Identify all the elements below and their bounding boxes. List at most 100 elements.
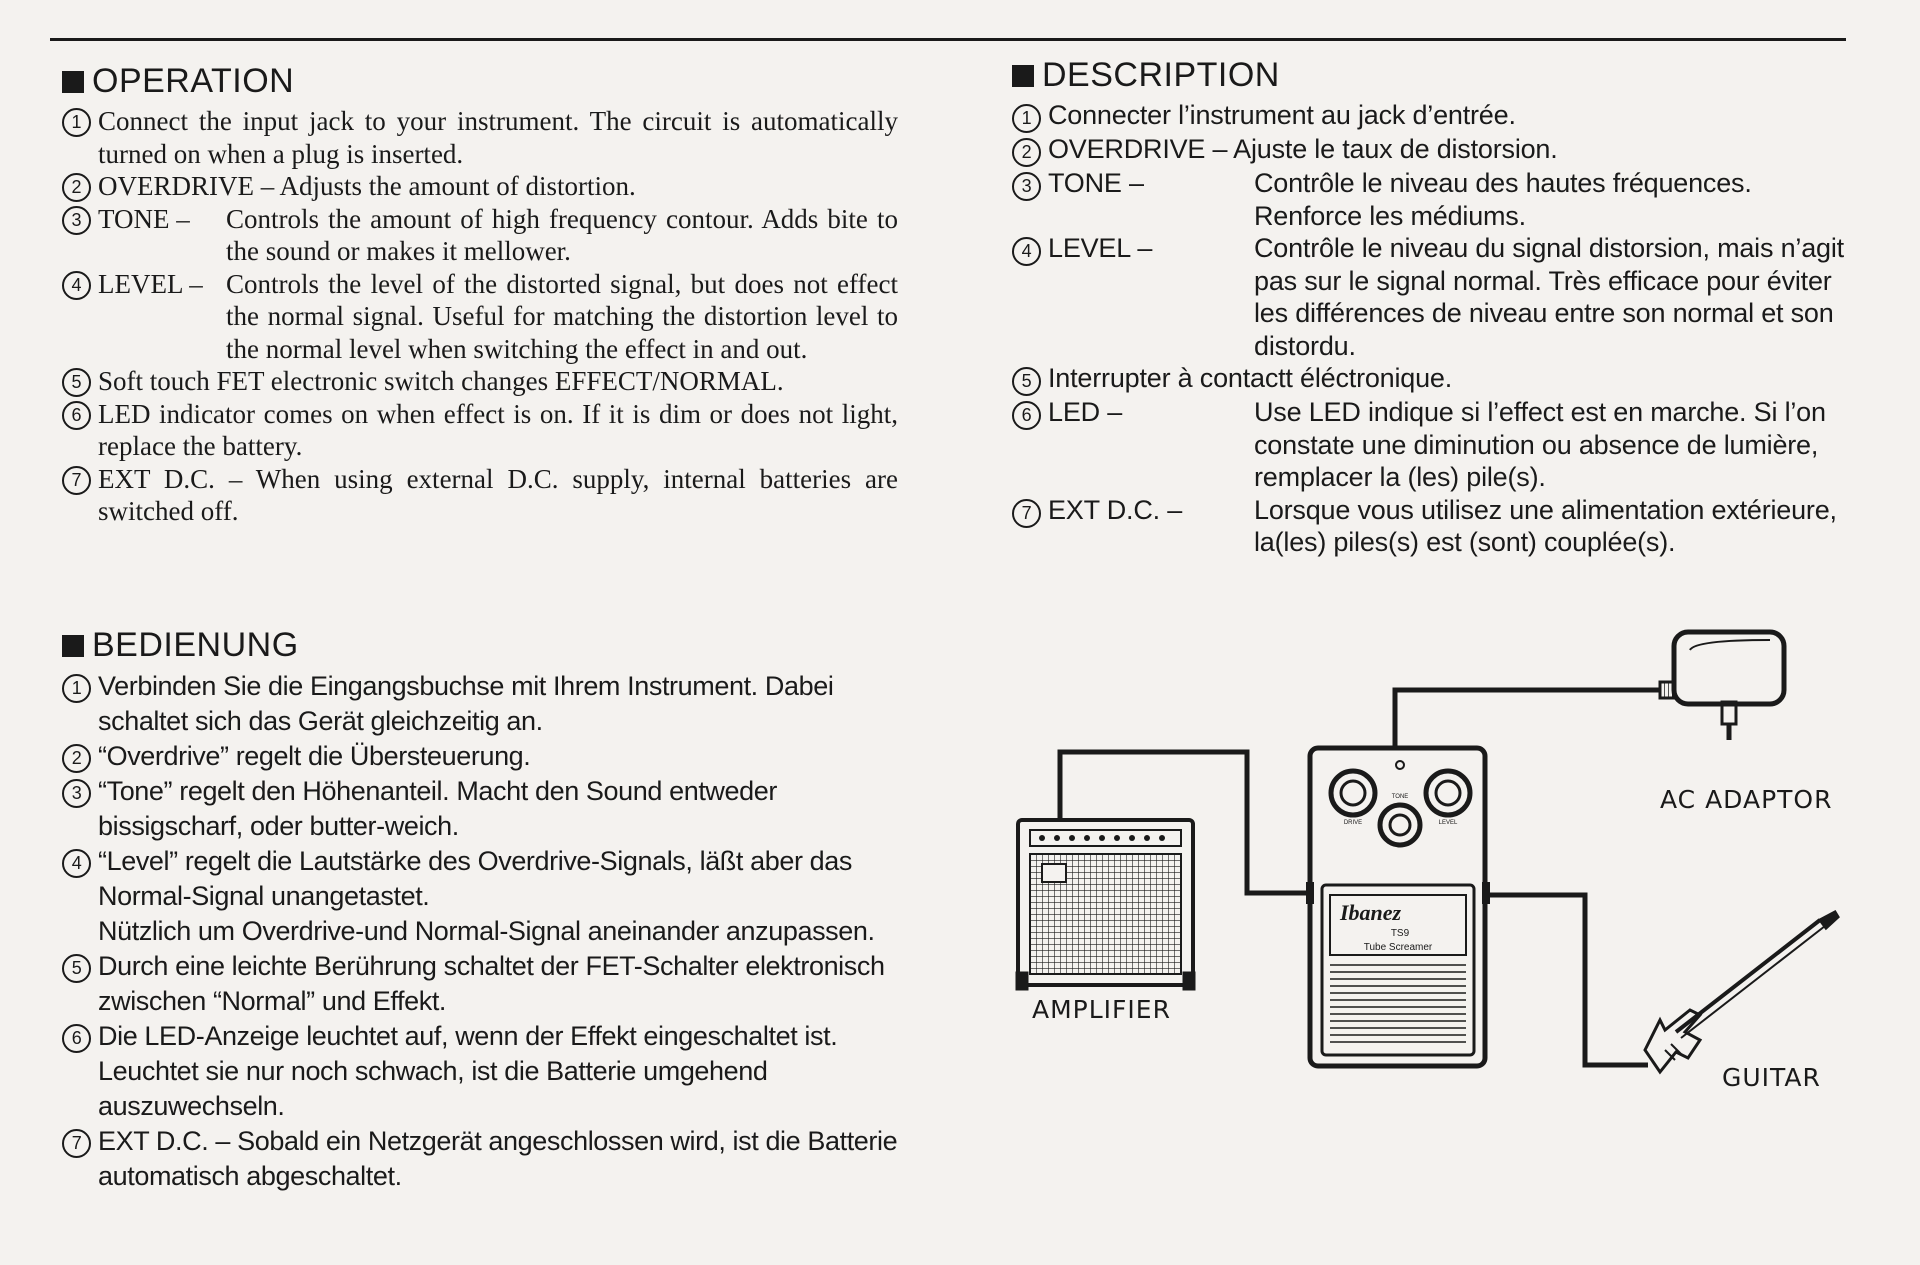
operation-item-3: 3 TONE – Controls the amount of high fre… — [62, 203, 898, 268]
bedienung-item-2: 2 “Overdrive” regelt die Übersteuerung. — [62, 739, 898, 774]
circled-number-icon: 5 — [1012, 367, 1041, 396]
circled-number-icon: 3 — [62, 205, 91, 235]
circled-number-icon: 3 — [62, 779, 91, 808]
operation-item-text: Connect the input jack to your instrumen… — [98, 106, 898, 169]
circled-number-icon: 7 — [1012, 498, 1041, 528]
bedienung-item-text-continued: Nützlich um Overdrive-und Normal-Signal … — [98, 916, 875, 946]
guitar-cable — [1490, 892, 1648, 1068]
knob-level-label: LEVEL — [1439, 820, 1458, 826]
diagram-drawing: Ibanez TS9 Tube Screamer DRIVE TONE LEVE… — [1015, 629, 1840, 1075]
connection-diagram: Ibanez TS9 Tube Screamer DRIVE TONE LEVE… — [1000, 620, 1860, 1100]
knob-drive-label: DRIVE — [1344, 820, 1362, 826]
pedal-name-text: Tube Screamer — [1364, 942, 1433, 953]
knob-tone-label: TONE — [1392, 794, 1409, 800]
heading-square-icon — [1012, 64, 1034, 87]
bedienung-item-text: Die LED-Anzeige leuchtet auf, wenn der E… — [98, 1021, 838, 1121]
operation-item-2: 2 OVERDRIVE – Adjusts the amount of dist… — [62, 170, 898, 203]
circled-number-icon: 4 — [62, 270, 91, 300]
bedienung-item-5: 5 Durch eine leichte Berührung schaltet … — [62, 949, 898, 1019]
description-item-6: 6 LED – Use LED indique si l’effect est … — [1012, 396, 1846, 494]
guitar-label: GUITAR — [1722, 1063, 1821, 1092]
bedienung-title: BEDIENUNG — [92, 626, 299, 664]
description-heading: DESCRIPTION — [1012, 56, 1846, 95]
operation-section: OPERATION 1 Connect the input jack to yo… — [62, 62, 898, 528]
bedienung-item-text: “Level” regelt die Lautstärke des Overdr… — [98, 846, 852, 911]
guitar-drawing — [1643, 910, 1840, 1075]
adaptor-cable — [1392, 687, 1660, 753]
description-item-7: 7 EXT D.C. – Lorsque vous utilisez une a… — [1012, 494, 1846, 559]
circled-number-icon: 4 — [1012, 237, 1041, 266]
description-item-term: LEVEL – — [1048, 233, 1153, 263]
description-item-4: 4 LEVEL – Contrôle le niveau du signal d… — [1012, 232, 1846, 362]
description-item-text: Connecter l’instrument au jack d’entrée. — [1048, 100, 1516, 130]
description-item-2: 2 OVERDRIVE – Ajuste le taux de distorsi… — [1012, 133, 1846, 167]
operation-heading: OPERATION — [62, 62, 898, 101]
description-item-text: OVERDRIVE – Ajuste le taux de distorsion… — [1048, 134, 1558, 164]
circled-number-icon: 7 — [62, 1129, 91, 1158]
description-item-5: 5 Interrupter à contactt éléctronique. — [1012, 362, 1846, 396]
description-item-1: 1 Connecter l’instrument au jack d’entré… — [1012, 99, 1846, 133]
bedienung-item-7: 7 EXT D.C. – Sobald ein Netzgerät angesc… — [62, 1124, 898, 1194]
circled-number-icon: 6 — [1012, 401, 1041, 430]
circled-number-icon: 3 — [1012, 172, 1041, 201]
operation-item-term: LEVEL – — [98, 268, 203, 299]
operation-item-term: TONE – — [98, 203, 190, 234]
bedienung-item-4: 4 “Level” regelt die Lautstärke des Over… — [62, 844, 898, 949]
circled-number-icon: 1 — [62, 674, 91, 703]
amp-cable — [1057, 749, 1310, 896]
pedal-drawing — [1306, 745, 1490, 1069]
circled-number-icon: 6 — [62, 400, 91, 430]
operation-title: OPERATION — [92, 62, 295, 100]
circled-number-icon: 1 — [62, 108, 91, 137]
ac-adaptor-label: AC ADAPTOR — [1660, 785, 1833, 814]
operation-item-text: EXT D.C. – When using external D.C. supp… — [98, 463, 898, 527]
circled-number-icon: 2 — [1012, 138, 1041, 167]
description-item-text: Interrupter à contactt éléctronique. — [1048, 363, 1453, 393]
description-title: DESCRIPTION — [1042, 56, 1280, 94]
operation-item-term: OVERDRIVE – — [98, 171, 280, 201]
description-item-term: TONE – — [1048, 168, 1144, 198]
circled-number-icon: 1 — [1012, 104, 1041, 133]
circled-number-icon: 2 — [62, 173, 91, 202]
description-item-text: Contrôle le niveau du signal distorsion,… — [1254, 233, 1844, 361]
bedienung-item-text: EXT D.C. – Sobald ein Netzgerät angeschl… — [98, 1126, 898, 1191]
circled-number-icon: 6 — [62, 1024, 91, 1053]
description-item-text: Use LED indique si l’effect est en march… — [1254, 397, 1826, 492]
ac-adaptor-drawing — [1658, 629, 1787, 740]
heading-square-icon — [62, 634, 84, 657]
amplifier-drawing — [1015, 818, 1196, 991]
description-section: DESCRIPTION 1 Connecter l’instrument au … — [1012, 56, 1846, 559]
operation-item-text: Controls the level of the distorted sign… — [226, 268, 898, 364]
circled-number-icon: 4 — [62, 849, 91, 878]
operation-item-text: Controls the amount of high frequency co… — [226, 203, 898, 267]
description-item-text: Lorsque vous utilisez une alimentation e… — [1254, 494, 1837, 558]
description-item-text: Contrôle le niveau des hautes fréquences… — [1254, 168, 1752, 231]
bedienung-item-1: 1 Verbinden Sie die Eingangsbuchse mit I… — [62, 669, 898, 739]
bedienung-item-text: Verbinden Sie die Eingangsbuchse mit Ihr… — [98, 671, 834, 736]
description-item-term: LED – — [1048, 397, 1123, 427]
bedienung-section: BEDIENUNG 1 Verbinden Sie die Eingangsbu… — [62, 626, 898, 1194]
description-item-term: EXT D.C. – — [1048, 494, 1183, 525]
circled-number-icon: 2 — [62, 744, 91, 773]
bedienung-item-6: 6 Die LED-Anzeige leuchtet auf, wenn der… — [62, 1019, 898, 1124]
description-item-3: 3 TONE – Contrôle le niveau des hautes f… — [1012, 167, 1846, 232]
bedienung-item-text: Durch eine leichte Berührung schaltet de… — [98, 951, 885, 1016]
circled-number-icon: 7 — [62, 465, 91, 495]
pedal-model-text: TS9 — [1391, 928, 1410, 939]
heading-square-icon — [62, 70, 84, 93]
operation-item-4: 4 LEVEL – Controls the level of the dist… — [62, 268, 898, 366]
bedienung-heading: BEDIENUNG — [62, 626, 898, 665]
operation-item-text: Soft touch FET electronic switch changes… — [98, 366, 784, 396]
top-rule — [50, 38, 1846, 41]
operation-item-text: Adjusts the amount of distortion. — [279, 171, 636, 201]
amplifier-label: AMPLIFIER — [1032, 995, 1171, 1024]
operation-item-6: 6 LED indicator comes on when effect is … — [62, 398, 898, 463]
bedienung-item-text: “Tone” regelt den Höhenanteil. Macht den… — [98, 776, 777, 841]
pedal-brand-text: Ibanez — [1339, 900, 1402, 925]
bedienung-item-3: 3 “Tone” regelt den Höhenanteil. Macht d… — [62, 774, 898, 844]
operation-item-1: 1 Connect the input jack to your instrum… — [62, 105, 898, 170]
operation-item-text: LED indicator comes on when effect is on… — [98, 398, 898, 462]
operation-item-7: 7 EXT D.C. – When using external D.C. su… — [62, 463, 898, 528]
operation-item-5: 5 Soft touch FET electronic switch chang… — [62, 365, 898, 398]
circled-number-icon: 5 — [62, 368, 91, 397]
